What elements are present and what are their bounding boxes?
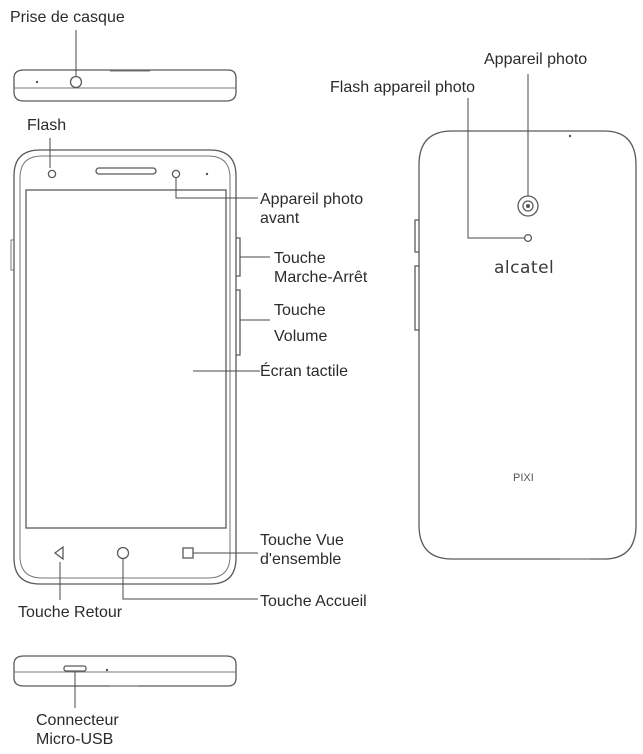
label-front-camera: Appareil photo avant bbox=[260, 191, 364, 227]
callout-lines bbox=[49, 30, 529, 708]
label-back-key: Touche Retour bbox=[18, 604, 123, 621]
micro-usb-port-icon bbox=[63, 665, 87, 672]
label-micro-usb: Connecteur Micro-USB bbox=[36, 712, 119, 748]
touchscreen bbox=[25, 189, 227, 529]
back-view bbox=[414, 130, 637, 560]
label-flash: Flash bbox=[27, 117, 67, 134]
back-brand-logo: alcatel bbox=[494, 258, 555, 278]
bottom-edge-view bbox=[13, 655, 237, 687]
rear-camera-icon bbox=[522, 200, 534, 212]
back-model-name: PIXI bbox=[513, 472, 534, 484]
back-key-icon bbox=[53, 545, 64, 561]
label-volume-key: Touche Volume bbox=[274, 302, 328, 345]
front-view bbox=[10, 149, 241, 585]
label-camera-flash: Flash appareil photo bbox=[330, 79, 475, 96]
front-flash-icon bbox=[47, 169, 57, 179]
rear-flash-icon bbox=[523, 233, 533, 243]
top-edge-view bbox=[13, 69, 237, 102]
headphone-jack-icon bbox=[69, 75, 83, 89]
earpiece-icon bbox=[95, 167, 157, 175]
overview-key-icon bbox=[182, 547, 194, 559]
front-camera-icon bbox=[171, 169, 181, 179]
label-headphone-jack: Prise de casque bbox=[10, 9, 125, 26]
home-key-icon bbox=[116, 546, 130, 560]
label-home-key: Touche Accueil bbox=[260, 593, 367, 610]
label-power-key: Touche Marche-Arrêt bbox=[274, 250, 368, 286]
label-touchscreen: Écran tactile bbox=[260, 363, 349, 380]
label-rear-camera: Appareil photo bbox=[484, 51, 588, 68]
label-overview-key: Touche Vue d'ensemble bbox=[260, 532, 344, 568]
